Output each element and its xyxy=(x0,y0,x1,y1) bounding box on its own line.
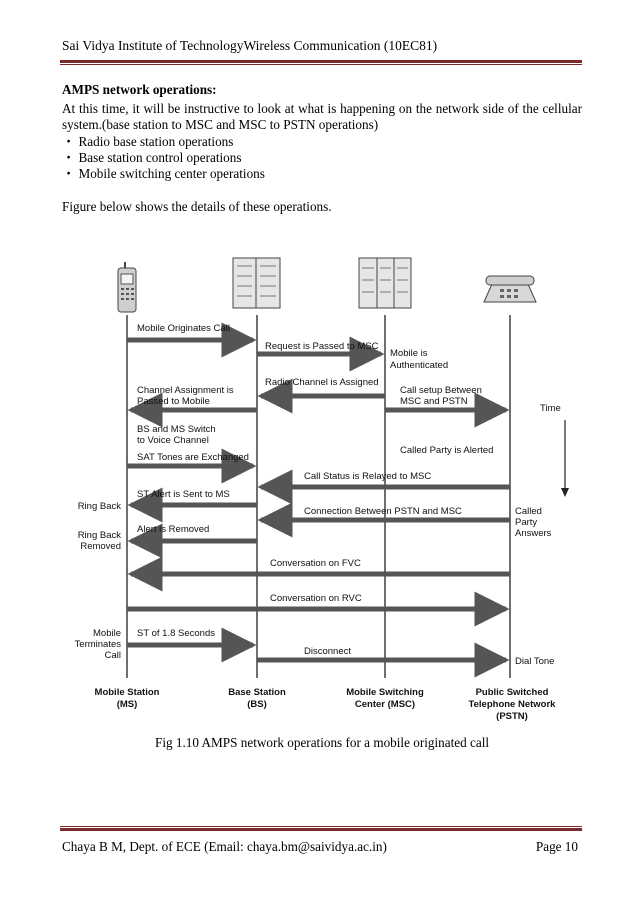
ring-back-label: Ring Back xyxy=(78,501,122,512)
telephone-icon xyxy=(483,275,537,303)
msg-label: Alert is Removed xyxy=(137,524,209,535)
entity-bs-abbr: (BS) xyxy=(247,699,267,710)
bullet-item: ・ Mobile switching center operations xyxy=(62,166,265,181)
entity-bs-name: Base Station xyxy=(228,687,286,698)
intro-paragraph: At this time, it will be instructive to … xyxy=(62,101,582,132)
entity-pstn-name2: Telephone Network xyxy=(469,699,557,710)
msg-label: to Voice Channel xyxy=(137,435,209,446)
page-number: Page 10 xyxy=(535,839,578,854)
base-station-rack-icon xyxy=(232,257,281,309)
msg-label: Conversation on RVC xyxy=(270,593,362,604)
msg-label: Authenticated xyxy=(390,360,448,371)
page-header: Sai Vidya Institute of TechnologyWireles… xyxy=(62,38,438,53)
msg-label: Disconnect xyxy=(304,646,351,657)
bullet-item: ・ Base station control operations xyxy=(62,150,242,165)
msg-label: Passed to Mobile xyxy=(137,396,210,407)
msc-rack-icon xyxy=(358,257,412,309)
msg-label: Connection Between PSTN and MSC xyxy=(304,506,462,517)
footer-author: Chaya B M, Dept. of ECE (Email: chaya.bm… xyxy=(62,839,387,854)
msg-label: Mobile Originates Call xyxy=(137,323,230,334)
msg-label: Call setup Between xyxy=(400,385,482,396)
mobile-terminates-label: Call xyxy=(105,650,121,661)
time-axis xyxy=(561,420,569,497)
entity-pstn-name: Public Switched xyxy=(476,687,549,698)
entity-msc-name2: Center (MSC) xyxy=(355,699,415,710)
bullet-list: ・ Radio base station operations ・ Base s… xyxy=(62,134,582,182)
called-party-label: Called xyxy=(515,506,542,517)
msg-label: Radio Channel is Assigned xyxy=(265,377,379,388)
section-heading: AMPS network operations: xyxy=(62,82,217,97)
ring-back-removed-label: Removed xyxy=(80,541,121,552)
entity-ms-abbr: (MS) xyxy=(117,699,138,710)
msg-label: ST of 1.8 Seconds xyxy=(137,628,215,639)
footer-rule-thin xyxy=(60,826,582,827)
bullet-item: ・ Radio base station operations xyxy=(62,134,234,149)
msg-label: Channel Assignment is xyxy=(137,385,234,396)
footer-rule xyxy=(60,828,582,831)
mobile-terminates-label: Terminates xyxy=(75,639,122,650)
called-party-label: Party xyxy=(515,517,537,528)
mobile-terminates-label: Mobile xyxy=(93,628,121,639)
called-party-label: Answers xyxy=(515,528,552,539)
header-rule-thin xyxy=(60,64,582,65)
msg-label: ST Alert is Sent to MS xyxy=(137,489,230,500)
msg-label: MSC and PSTN xyxy=(400,396,468,407)
msg-label: Mobile is xyxy=(390,348,428,359)
msg-label: Call Status is Relayed to MSC xyxy=(304,471,431,482)
dial-tone-label: Dial Tone xyxy=(515,656,554,667)
time-label: Time xyxy=(540,403,561,414)
header-rule xyxy=(60,60,582,63)
entity-ms-name: Mobile Station xyxy=(95,687,160,698)
mobile-phone-icon xyxy=(117,262,137,313)
msg-label: Conversation on FVC xyxy=(270,558,361,569)
msg-label: Called Party is Alerted xyxy=(400,445,493,456)
figure-caption: Fig 1.10 AMPS network operations for a m… xyxy=(155,735,490,750)
msg-label: Request is Passed to MSC xyxy=(265,341,379,352)
figure-intro: Figure below shows the details of these … xyxy=(62,199,332,214)
ring-back-removed-label: Ring Back xyxy=(78,530,122,541)
msg-label: BS and MS Switch xyxy=(137,424,216,435)
entity-pstn-abbr: (PSTN) xyxy=(496,711,528,722)
entity-msc-name: Mobile Switching xyxy=(346,687,424,698)
msg-label: SAT Tones are Exchanged xyxy=(137,452,249,463)
